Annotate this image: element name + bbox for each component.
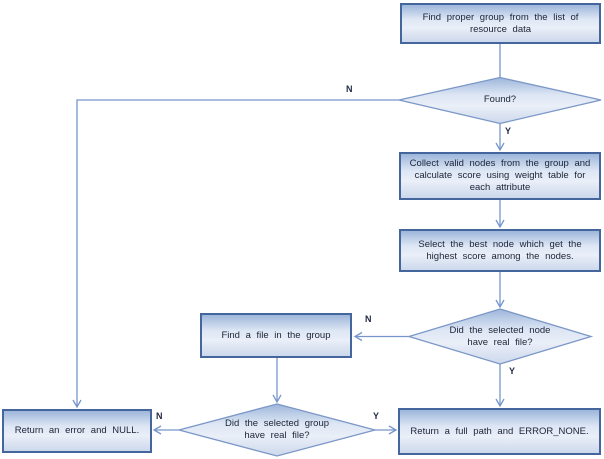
diamond-group-has-file bbox=[176, 403, 378, 457]
branch-nodehasfile-yes: Y bbox=[509, 366, 516, 376]
node-return-error-label: Return an error and NULL. bbox=[14, 425, 140, 436]
branch-grouphasfile-yes: Y bbox=[373, 411, 380, 421]
connector-found-returnerror bbox=[72, 99, 399, 409]
diamond-node-has-file bbox=[406, 308, 594, 365]
node-find-file: Find a file in the group bbox=[200, 313, 352, 358]
branch-grouphasfile-no: N bbox=[156, 411, 163, 421]
node-select-best: Select the best node which get the highe… bbox=[399, 229, 601, 272]
branch-found-yes: Y bbox=[505, 126, 512, 136]
node-return-path-label: Return a full path and ERROR_NONE. bbox=[410, 425, 589, 437]
node-collect-label: Collect valid nodes from the group and c… bbox=[409, 158, 591, 193]
node-return-path: Return a full path and ERROR_NONE. bbox=[398, 408, 601, 455]
node-return-error: Return an error and NULL. bbox=[2, 409, 152, 453]
branch-nodehasfile-no: N bbox=[365, 314, 372, 324]
diamond-found bbox=[398, 76, 602, 125]
node-collect: Collect valid nodes from the group and c… bbox=[399, 152, 601, 200]
node-find-group: Find proper group from the list of resou… bbox=[400, 3, 601, 44]
node-find-file-label: Find a file in the group bbox=[221, 329, 331, 341]
branch-found-no: N bbox=[346, 84, 353, 94]
node-find-group-label: Find proper group from the list of resou… bbox=[422, 11, 579, 35]
node-select-best-label: Select the best node which get the highe… bbox=[418, 238, 582, 262]
